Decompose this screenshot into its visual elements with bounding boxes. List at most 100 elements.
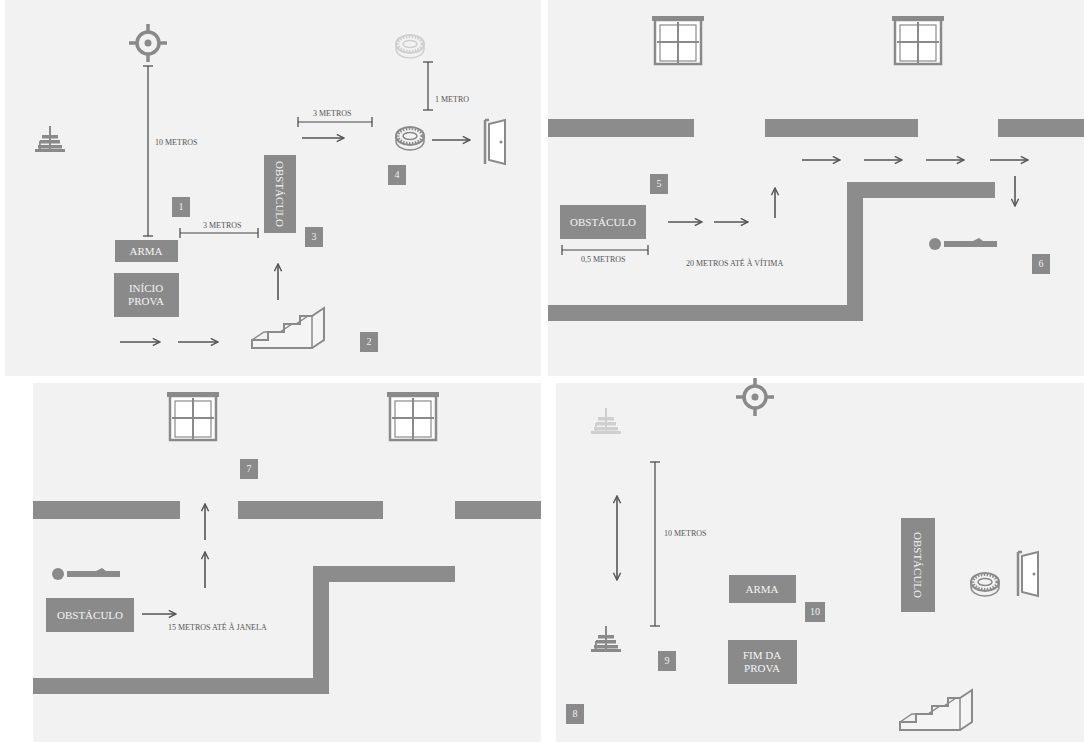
stairs-icon bbox=[900, 690, 972, 730]
dimension-label: 0,5 METROS bbox=[579, 256, 627, 265]
walls bbox=[33, 119, 1084, 686]
target-icon bbox=[129, 24, 167, 62]
panel-grounds bbox=[5, 0, 541, 376]
box-text: OBSTÁCULO bbox=[912, 532, 925, 598]
box-text: 6 bbox=[1039, 258, 1044, 270]
walls bbox=[33, 574, 455, 686]
route-arrow bbox=[1014, 176, 1016, 206]
dimension-label: 3 METROS bbox=[311, 110, 353, 119]
tire-icon bbox=[971, 573, 999, 596]
box-text: ARMA bbox=[129, 245, 162, 258]
dimension-stroke bbox=[654, 462, 655, 626]
icons bbox=[35, 16, 1038, 730]
dimension-label: 3 METROS bbox=[201, 222, 243, 231]
tire-icon bbox=[396, 127, 424, 150]
tire-ghost-icon bbox=[396, 35, 424, 58]
box-text: 4 bbox=[395, 169, 400, 181]
route-arrow bbox=[616, 496, 618, 580]
station-box: ARMA bbox=[729, 575, 796, 603]
box-text: 7 bbox=[247, 463, 252, 475]
dimension-label: 10 METROS bbox=[662, 530, 708, 539]
route-arrow bbox=[668, 221, 702, 223]
dimension-label: 10 METROS bbox=[153, 139, 199, 148]
route-arrow bbox=[302, 137, 344, 139]
callout-number: 4 bbox=[388, 165, 406, 185]
dimension-stroke bbox=[650, 461, 660, 462]
route-arrow bbox=[926, 159, 964, 161]
dimension-stroke bbox=[427, 62, 428, 110]
victim-icon bbox=[52, 568, 120, 580]
dimension-stroke bbox=[650, 625, 660, 626]
walls bbox=[998, 119, 1084, 137]
walls bbox=[548, 190, 995, 313]
walls bbox=[765, 119, 918, 137]
box-text: 5 bbox=[657, 178, 662, 190]
route-arrow bbox=[120, 341, 160, 343]
route-arrow bbox=[178, 341, 218, 343]
callout-number: 10 bbox=[805, 602, 825, 622]
dimension-stroke bbox=[257, 228, 258, 238]
dimension-stroke bbox=[298, 121, 372, 122]
route-arrow bbox=[714, 221, 748, 223]
dimension-label: 1 METRO bbox=[433, 96, 471, 105]
station-box: OBSTÁCULO bbox=[560, 205, 646, 239]
station-box: INÍCIO PROVA bbox=[114, 273, 179, 317]
route-arrow bbox=[864, 159, 902, 161]
stairs-icon bbox=[252, 308, 324, 348]
hanoi-tower-icon bbox=[35, 126, 65, 152]
box-text: OBSTÁCULO bbox=[570, 216, 636, 229]
route-arrow bbox=[990, 159, 1028, 161]
dimension-stroke bbox=[371, 117, 372, 127]
callout-number: 6 bbox=[1032, 254, 1050, 274]
box-text: FIM DA PROVA bbox=[732, 649, 793, 674]
panel-grounds bbox=[548, 0, 1084, 376]
dimension-stroke bbox=[647, 245, 648, 255]
dimension-line bbox=[423, 62, 433, 110]
door-icon bbox=[1018, 552, 1038, 596]
window-icon bbox=[387, 392, 439, 440]
walls bbox=[455, 501, 541, 519]
station-box: ARMA bbox=[115, 240, 178, 262]
route-arrow bbox=[802, 159, 840, 161]
walls bbox=[238, 501, 383, 519]
dimension-line bbox=[143, 66, 153, 236]
dimension-stroke bbox=[180, 232, 258, 233]
dimension-stroke bbox=[143, 235, 153, 236]
station-box: OBSTÁCULO bbox=[901, 518, 935, 612]
panel-grounds bbox=[556, 383, 1084, 742]
dimension-stroke bbox=[297, 117, 298, 127]
dimension-stroke bbox=[147, 66, 148, 236]
window-icon bbox=[652, 16, 704, 64]
route-arrow bbox=[432, 139, 470, 141]
dimension-stroke bbox=[561, 245, 562, 255]
route-arrow bbox=[277, 264, 279, 300]
victim-icon bbox=[929, 238, 997, 250]
dimension-stroke bbox=[143, 65, 153, 66]
route-arrow bbox=[204, 504, 206, 540]
target-icon bbox=[736, 378, 774, 416]
station-box: OBSTÁCULO bbox=[46, 598, 134, 632]
callout-number: 8 bbox=[566, 704, 584, 724]
dimension-label: 15 METROS ATÉ À JANELA bbox=[166, 624, 269, 633]
window-icon bbox=[167, 392, 219, 440]
box-text: ARMA bbox=[745, 583, 778, 596]
dimension-label: 20 METROS ATÉ À VÍTIMA bbox=[684, 260, 785, 269]
dimension-stroke bbox=[423, 109, 433, 110]
box-text: INÍCIO PROVA bbox=[118, 282, 175, 307]
box-text: 3 bbox=[312, 231, 317, 243]
box-text: 8 bbox=[573, 708, 578, 720]
callout-number: 7 bbox=[240, 459, 258, 479]
walls bbox=[548, 119, 694, 137]
callout-number: 3 bbox=[305, 227, 323, 247]
hanoi-tower-ghost-icon bbox=[591, 408, 621, 434]
box-text: 9 bbox=[665, 655, 670, 667]
door-icon bbox=[485, 120, 505, 164]
callout-number: 2 bbox=[360, 332, 378, 352]
panel-grounds bbox=[33, 383, 541, 742]
route-arrows bbox=[120, 138, 1028, 614]
callout-number: 1 bbox=[172, 197, 190, 217]
callout-number: 9 bbox=[658, 651, 676, 671]
dimension-stroke bbox=[179, 228, 180, 238]
box-text: 10 bbox=[810, 606, 820, 618]
